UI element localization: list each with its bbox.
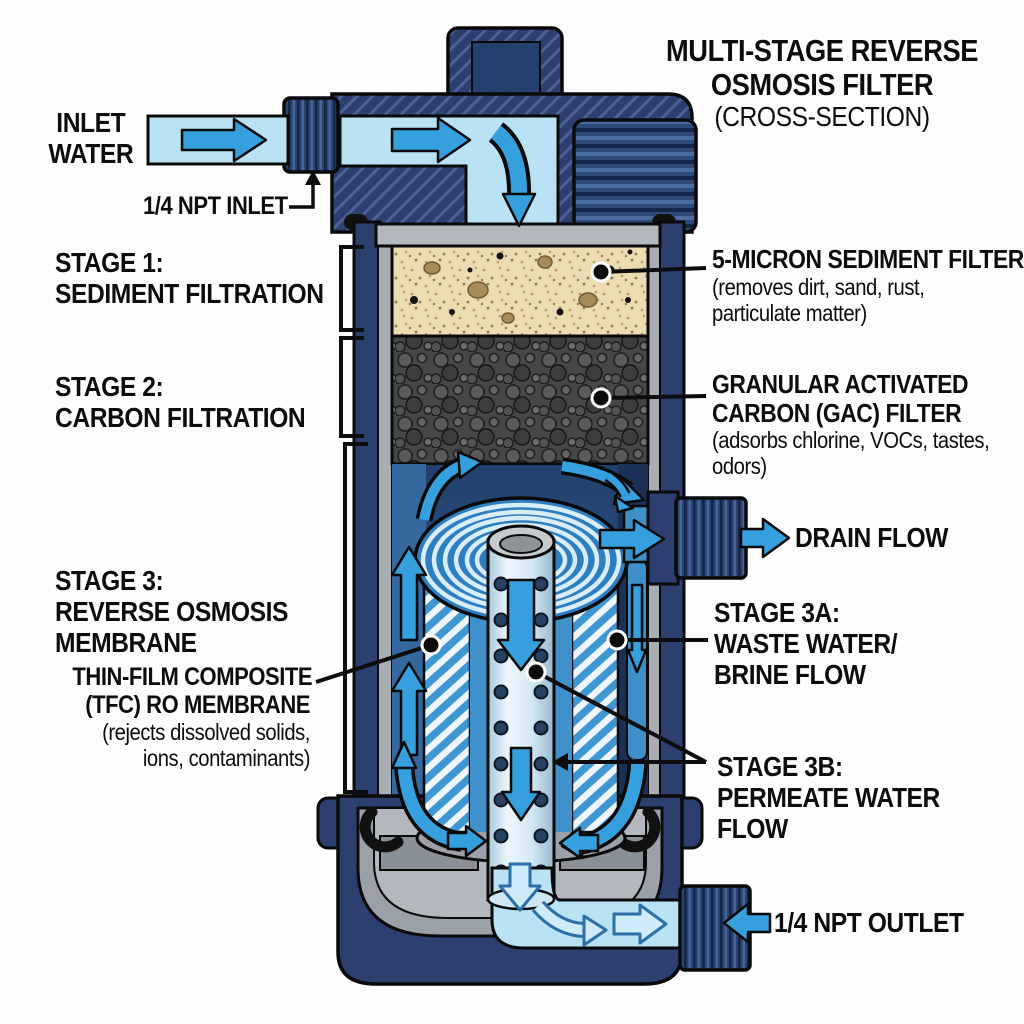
gac-callout-label: GRANULAR ACTIVATED CARBON (GAC) FILTER (… — [712, 369, 990, 480]
callout-dot-stage3b — [525, 661, 547, 683]
spiral-arrow-left — [419, 461, 463, 522]
drain-curve-arrow — [606, 473, 629, 497]
permeate-elbow-arrows — [498, 862, 668, 947]
stage2-label: STAGE 2: CARBON FILTRATION — [55, 371, 306, 433]
drain-flow-label: DRAIN FLOW — [795, 522, 948, 553]
filter-head — [146, 26, 698, 236]
diagram-title: MULTI-STAGE REVERSE OSMOSIS FILTER (CROS… — [662, 33, 982, 133]
housing-wall-left — [352, 220, 382, 824]
callout-line-sediment — [600, 266, 707, 274]
sediment-filter-layer — [390, 244, 650, 338]
retainer-clip-right — [616, 806, 661, 853]
callout-line-stage3b-1 — [535, 670, 707, 764]
stage3a-label: STAGE 3A: WASTE WATER/ BRINE FLOW — [714, 597, 898, 690]
membrane-wrap-left — [422, 568, 472, 834]
converge-arrow-right — [558, 826, 600, 860]
bracket-stage3 — [343, 442, 368, 794]
callout-dot-carbon — [590, 387, 612, 409]
flow-arrows — [180, 116, 791, 944]
callout-dot-stage3a — [606, 629, 628, 651]
callout-dot-sediment — [590, 261, 612, 283]
elbow-down-arrow — [498, 862, 542, 912]
permeate-down-arrow-1 — [496, 578, 546, 672]
tfc-membrane-label: THIN-FILM COMPOSITE (TFC) RO MEMBRANE (r… — [72, 663, 313, 771]
membrane-inner-left — [470, 570, 488, 832]
converge-arrow-left — [446, 824, 488, 858]
stage1-label: STAGE 1: SEDIMENT FILTRATION — [55, 247, 324, 309]
top-port-bore — [471, 41, 541, 101]
outlet-channel-arrow — [612, 903, 668, 945]
stage3b-arrowhead — [552, 753, 568, 771]
head-flow-arrow — [390, 116, 472, 164]
ro-membrane-element — [413, 496, 629, 902]
callout-dot-tfc — [420, 634, 442, 656]
permeate-down-arrow-2 — [500, 746, 542, 822]
title-line1: MULTI-STAGE REVERSE — [666, 33, 978, 68]
elbow-curve-arrowhead — [582, 914, 608, 947]
head-down-arrowhead — [501, 192, 537, 228]
riser-up-arrow-2 — [390, 661, 428, 757]
title-line3: (CROSS-SECTION) — [714, 101, 930, 133]
inlet-npt-fitting — [282, 96, 340, 174]
drain-channel-arrow — [598, 518, 666, 560]
sediment-callout-label: 5-MICRON SEDIMENT FILTER (removes dirt, … — [712, 244, 1024, 326]
callout-markers — [305, 170, 628, 771]
cartridge-top-plate — [374, 222, 662, 248]
bracket-stage2 — [339, 336, 364, 438]
npt-inlet-label: 1/4 NPT INLET — [143, 192, 288, 220]
stage3b-label: STAGE 3B: PERMEATE WATER FLOW — [717, 751, 940, 844]
stage3-label: STAGE 3: REVERSE OSMOSIS MEMBRANE — [55, 565, 289, 658]
npt-outlet-label: 1/4 NPT OUTLET — [774, 907, 964, 938]
inlet-water-label: INLET WATER — [48, 107, 134, 169]
callouts — [289, 184, 708, 794]
callout-line-tfc — [315, 643, 432, 684]
drain-flow-arrow — [739, 517, 791, 559]
npt-inlet-pointer — [289, 184, 315, 209]
elbow-curve-arrow — [534, 902, 585, 935]
liner-left — [377, 225, 393, 819]
sediment-speckles — [423, 255, 598, 324]
drain-curve-arrowhead — [613, 494, 635, 514]
retainer-clip-left — [359, 806, 404, 853]
bracket-stage1 — [339, 245, 364, 332]
sump-collar-threads — [572, 118, 698, 234]
title-line2: OSMOSIS FILTER — [710, 67, 934, 103]
callout-line-carbon — [600, 394, 707, 400]
spiral-arrowhead-left — [456, 450, 484, 480]
head-down-arrow — [490, 125, 528, 197]
drain-npt-fitting — [674, 496, 748, 580]
npt-inlet-arrowhead — [305, 170, 321, 185]
cartridge-media — [374, 222, 662, 466]
bottom-curve-left-head — [390, 740, 418, 770]
riser-up-arrow-1 — [390, 545, 428, 642]
tube-top-bore — [499, 534, 543, 554]
outlet-flow-arrow — [722, 902, 772, 944]
brine-down-arrow — [626, 583, 648, 674]
inlet-flow-arrow — [180, 117, 268, 163]
